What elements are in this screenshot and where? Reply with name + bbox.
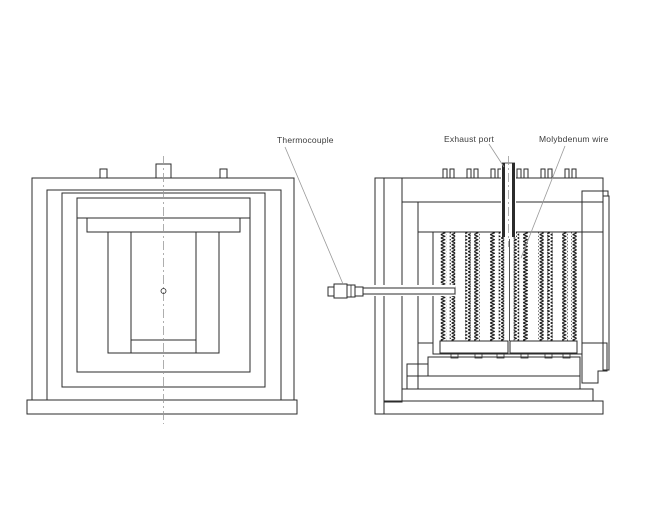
pin [219,168,228,179]
support-bar [439,340,509,354]
wire-element [465,232,471,341]
wire-element [489,232,496,341]
bottom-casing-layer [401,388,594,402]
outer-casing [31,177,295,401]
wire-element [571,232,577,341]
pin [564,168,570,179]
molybdenum-wire-leader-line [520,145,566,259]
insulation-frame [61,192,266,388]
pin [516,168,522,179]
support-bar [509,340,578,354]
base-plate [26,399,298,415]
wire-element [498,232,505,341]
support-foot [496,352,505,359]
support-foot [474,352,483,359]
support-foot [520,352,529,359]
exhaust-tube-wall [502,163,505,237]
muffle-left-column [107,231,132,354]
thermocouple-label: Thermocouple [277,135,334,145]
thermocouple-neck [354,286,364,297]
thermocouple-sheath [361,287,456,295]
thermocouple-leader-line [284,146,344,285]
pin [466,168,472,179]
wire-support-rack [439,340,578,359]
pin [540,168,546,179]
right-bottom-block [581,342,608,384]
exhaust-port-label: Exhaust port [444,134,495,144]
pin [490,168,496,179]
exhaust-tube [501,156,516,247]
right-outer-plate [602,195,610,371]
pin [523,168,529,179]
support-foot [544,352,553,359]
pin [99,168,108,179]
bottom-outer-layer [383,400,604,415]
wire-element [562,232,568,341]
pin [571,168,577,179]
wire-element [474,232,480,341]
pin [473,168,479,179]
wire-element [547,232,553,341]
section-view [327,156,610,415]
pin [547,168,553,179]
heating-chamber [432,231,583,355]
section-view-pins [442,168,577,179]
muffle-right-column [195,231,220,354]
pin [449,168,455,179]
thermocouple-cap [327,286,335,297]
molybdenum-wire-label: Molybdenum wire [539,134,609,144]
top-insulation-lid [417,201,583,233]
pin [442,168,448,179]
front-view [26,156,298,424]
center-hole [160,288,167,294]
thermocouple-body [333,283,348,299]
thermocouple-probe [327,283,456,299]
support-foot [450,352,459,359]
exhaust-port-leader-line [488,143,505,168]
annotations: Thermocouple Exhaust port Molybdenum wir… [277,134,609,285]
support-foot [562,352,571,359]
casing-liner [46,189,282,401]
hearth-slab [427,356,581,377]
wire-element [538,232,544,341]
exhaust-tube-wall [512,163,515,237]
wire-element [513,232,520,341]
wire-element [522,232,529,341]
bottom-insulation-layer [406,375,581,390]
